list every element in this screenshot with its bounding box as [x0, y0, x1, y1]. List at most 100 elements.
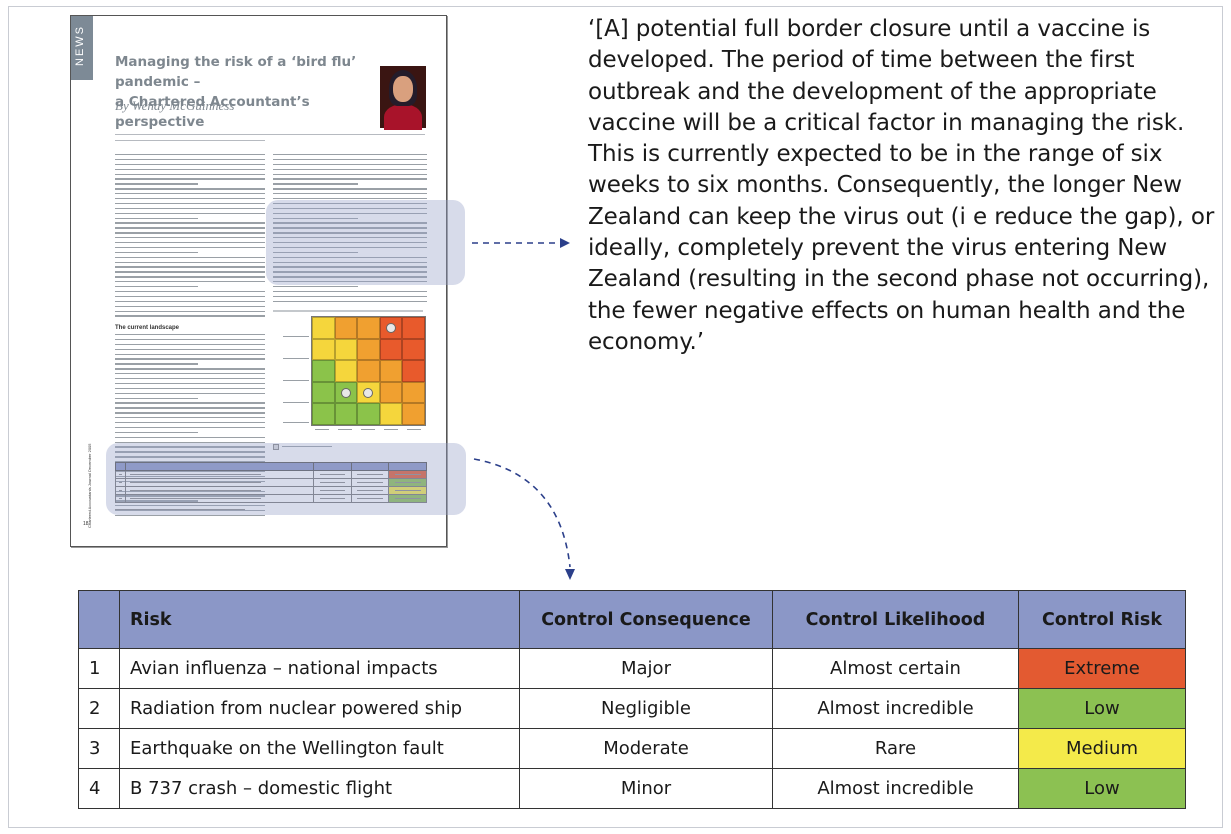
matrix-cell — [312, 338, 335, 361]
matrix-cell — [357, 360, 380, 382]
matrix-cell — [312, 360, 335, 382]
text-line — [115, 163, 265, 166]
text-line — [115, 456, 265, 458]
text-line — [115, 261, 265, 263]
text-line — [273, 183, 358, 185]
matrix-axis-label — [283, 358, 309, 360]
text-line — [115, 266, 265, 268]
text-line — [273, 158, 427, 161]
matrix-axis-label — [407, 429, 421, 431]
row-number: 3 — [78, 728, 120, 769]
text-line — [273, 290, 427, 293]
text-line — [115, 382, 265, 385]
text-line — [273, 271, 427, 273]
row-consequence: Negligible — [519, 688, 773, 729]
text-line — [115, 397, 198, 399]
row-likelihood: Almost incredible — [772, 768, 1019, 809]
header-likelihood: Control Likelihood — [772, 590, 1019, 649]
text-line — [115, 168, 265, 170]
section-tab: NEWS — [71, 16, 93, 80]
matrix-axis-label — [338, 429, 352, 431]
mini-table-cell — [388, 494, 427, 503]
mini-table-row — [115, 494, 427, 503]
table-row: 1 Avian influenza – national impacts Maj… — [78, 648, 1186, 689]
text-line — [273, 188, 427, 190]
section-tab-label: NEWS — [74, 25, 86, 66]
text-line — [115, 348, 265, 350]
text-line — [115, 173, 265, 175]
text-line — [115, 300, 265, 303]
matrix-cell — [402, 360, 425, 382]
text-line — [115, 290, 265, 293]
text-line — [115, 343, 265, 346]
text-line — [273, 212, 427, 214]
mini-table-body — [115, 470, 427, 503]
text-line — [115, 310, 265, 312]
text-line — [115, 338, 265, 341]
header-number — [78, 590, 120, 649]
text-line — [115, 202, 265, 205]
text-line — [273, 242, 427, 244]
table-highlight — [106, 443, 466, 515]
matrix-cell — [357, 338, 380, 361]
matrix-cell — [334, 360, 358, 382]
matrix-cell — [357, 317, 380, 339]
text-line — [115, 286, 198, 288]
text-line — [273, 168, 427, 170]
matrix-marker — [385, 323, 396, 333]
mini-table-cell — [124, 494, 315, 503]
mini-table-row — [115, 478, 427, 487]
matrix-cell — [334, 317, 358, 339]
text-line — [273, 286, 358, 288]
text-line — [115, 246, 265, 249]
row-likelihood: Almost incredible — [772, 688, 1019, 729]
text-line — [273, 193, 427, 195]
text-line — [273, 300, 427, 303]
matrix-cell — [334, 381, 358, 404]
photo-face — [393, 76, 413, 102]
text-line — [115, 207, 265, 210]
text-line — [115, 295, 265, 298]
matrix-cell — [379, 403, 403, 425]
text-line — [273, 222, 427, 224]
table-row: 3 Earthquake on the Wellington fault Mod… — [78, 728, 1186, 769]
quote-highlight — [266, 200, 465, 285]
text-line — [115, 198, 265, 200]
text-line — [115, 222, 265, 224]
figure-caption — [273, 310, 423, 312]
text-line — [115, 378, 265, 380]
row-control-risk: Low — [1018, 688, 1186, 729]
photo-body — [384, 104, 422, 130]
matrix-cell — [312, 381, 335, 404]
page-number: 18 — [83, 521, 89, 527]
row-risk: Earthquake on the Wellington fault — [119, 728, 520, 769]
matrix-cell — [357, 381, 380, 404]
header-risk: Risk — [119, 590, 520, 649]
matrix-marker — [340, 387, 351, 398]
intro-text-line — [115, 140, 265, 141]
text-line — [115, 412, 265, 414]
row-number: 2 — [78, 688, 120, 729]
text-line — [273, 227, 427, 229]
body-text-column — [115, 154, 265, 320]
matrix-axis-label — [283, 422, 309, 424]
text-line — [115, 188, 265, 190]
row-risk: Avian influenza – national impacts — [119, 648, 520, 689]
text-line — [273, 246, 427, 249]
mini-table-source — [115, 509, 245, 511]
text-line — [273, 261, 427, 263]
row-control-risk: Low — [1018, 768, 1186, 809]
text-line — [273, 256, 427, 258]
text-line — [115, 402, 265, 404]
text-line — [115, 387, 265, 390]
text-line — [273, 198, 427, 200]
text-line — [115, 392, 265, 394]
text-line — [115, 281, 265, 283]
text-line — [115, 451, 265, 453]
text-line — [115, 178, 265, 180]
mini-table-header — [115, 462, 427, 471]
text-line — [115, 373, 265, 375]
matrix-axis-label — [283, 380, 309, 382]
text-line — [273, 237, 427, 239]
header-consequence: Control Consequence — [519, 590, 773, 649]
